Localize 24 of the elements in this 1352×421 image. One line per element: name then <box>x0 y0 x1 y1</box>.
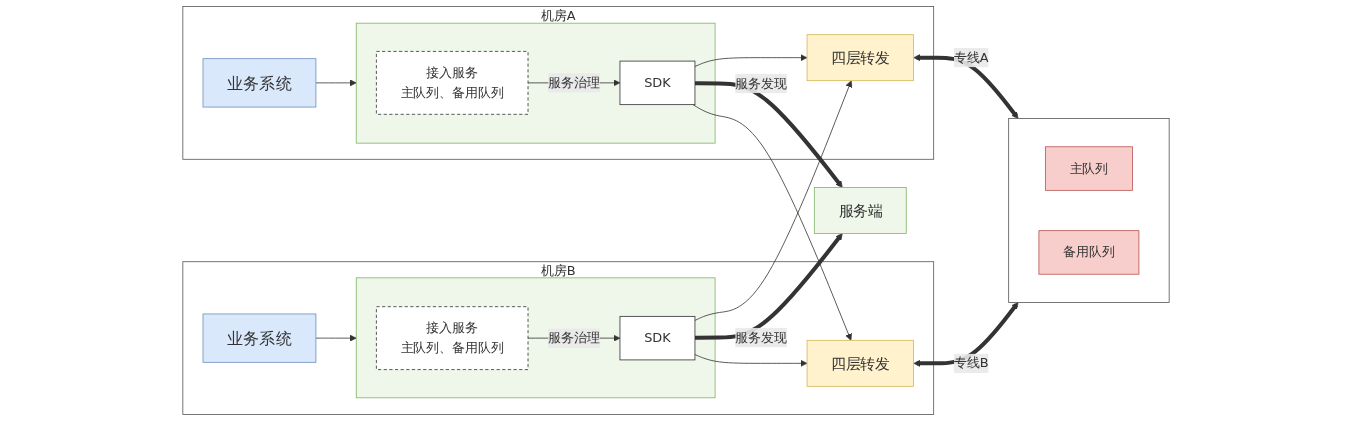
edge-label: 专线B <box>953 355 989 371</box>
arrow <box>694 233 843 340</box>
arrow <box>694 81 843 188</box>
node-box: 服务端 <box>813 187 907 234</box>
node-box: 四层转发 <box>806 34 914 82</box>
node-box: 接入服务 主队列、备用队列 <box>376 306 529 370</box>
edge-label: 服务治理 <box>548 74 600 91</box>
cluster <box>355 277 716 399</box>
node-box: SDK <box>619 315 696 361</box>
arrow <box>913 54 1019 119</box>
node-box: 备用队列 <box>1038 230 1140 275</box>
node-box: 主队列 <box>1044 146 1133 191</box>
arrow <box>913 302 1019 367</box>
node-box: SDK <box>619 60 696 106</box>
node-box: 业务系统 <box>202 313 317 363</box>
edge-label: 服务发现 <box>735 75 787 91</box>
node-box: 四层转发 <box>806 339 914 387</box>
node-box: 接入服务 主队列、备用队列 <box>376 51 529 115</box>
cluster <box>355 22 716 144</box>
edge-label: 服务发现 <box>735 329 787 345</box>
node-box: 业务系统 <box>202 58 317 108</box>
edge-label: 服务治理 <box>548 330 600 346</box>
edge-label: 专线A <box>953 49 989 65</box>
cluster <box>1008 118 1170 303</box>
